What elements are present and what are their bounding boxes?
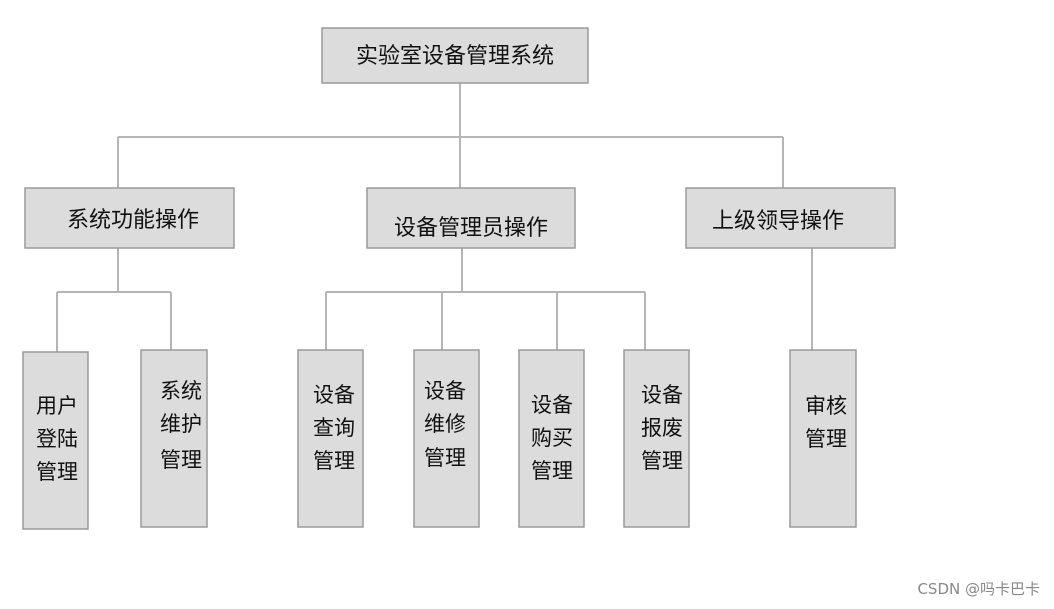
root-label: 实验室设备管理系统: [356, 44, 554, 69]
group-label: 系统功能操作: [67, 208, 199, 233]
leaf-line: 用户: [36, 394, 78, 418]
leaf-line: 审核: [805, 394, 847, 418]
group-node-system-function: 系统功能操作: [24, 187, 235, 249]
group-node-equipment-admin: 设备管理员操作: [366, 187, 576, 249]
leaf-line: 购买: [531, 426, 573, 450]
root-node: 实验室设备管理系统: [321, 27, 589, 84]
leaf-node-review: 审核 管理: [789, 349, 857, 528]
leaf-line: 设备: [424, 379, 466, 403]
leaf-line: 管理: [160, 448, 202, 472]
leaf-line: 设备: [531, 393, 573, 417]
leaf-node-equipment-purchase: 设备 购买 管理: [518, 349, 585, 528]
leaf-line: 管理: [805, 427, 847, 451]
leaf-line: 报废: [641, 416, 683, 440]
leaf-node-equipment-scrap: 设备 报废 管理: [623, 349, 690, 528]
leaf-line: 管理: [531, 459, 573, 483]
leaf-node-system-maintenance: 系统 维护 管理: [140, 349, 208, 528]
watermark: CSDN @吗卡巴卡: [917, 580, 1040, 598]
leaf-node-user-login: 用户 登陆 管理: [22, 351, 89, 530]
leaf-node-equipment-repair: 设备 维修 管理: [413, 349, 480, 528]
group-node-leader: 上级领导操作: [685, 187, 896, 249]
leaf-line: 管理: [641, 449, 683, 473]
group-label: 上级领导操作: [712, 209, 844, 234]
leaf-node-equipment-query: 设备 查询 管理: [297, 349, 364, 528]
leaf-line: 管理: [313, 449, 355, 473]
leaf-line: 设备: [641, 383, 683, 407]
leaf-line: 系统: [160, 379, 202, 403]
leaf-line: 管理: [36, 460, 78, 484]
leaf-line: 维护: [160, 412, 202, 436]
leaf-line: 维修: [424, 412, 466, 436]
leaf-line: 查询: [313, 416, 355, 440]
connectors: [56, 83, 813, 352]
leaf-line: 登陆: [36, 427, 78, 451]
group-label: 设备管理员操作: [394, 216, 548, 241]
leaf-line: 设备: [313, 383, 355, 407]
leaf-line: 管理: [424, 446, 466, 470]
